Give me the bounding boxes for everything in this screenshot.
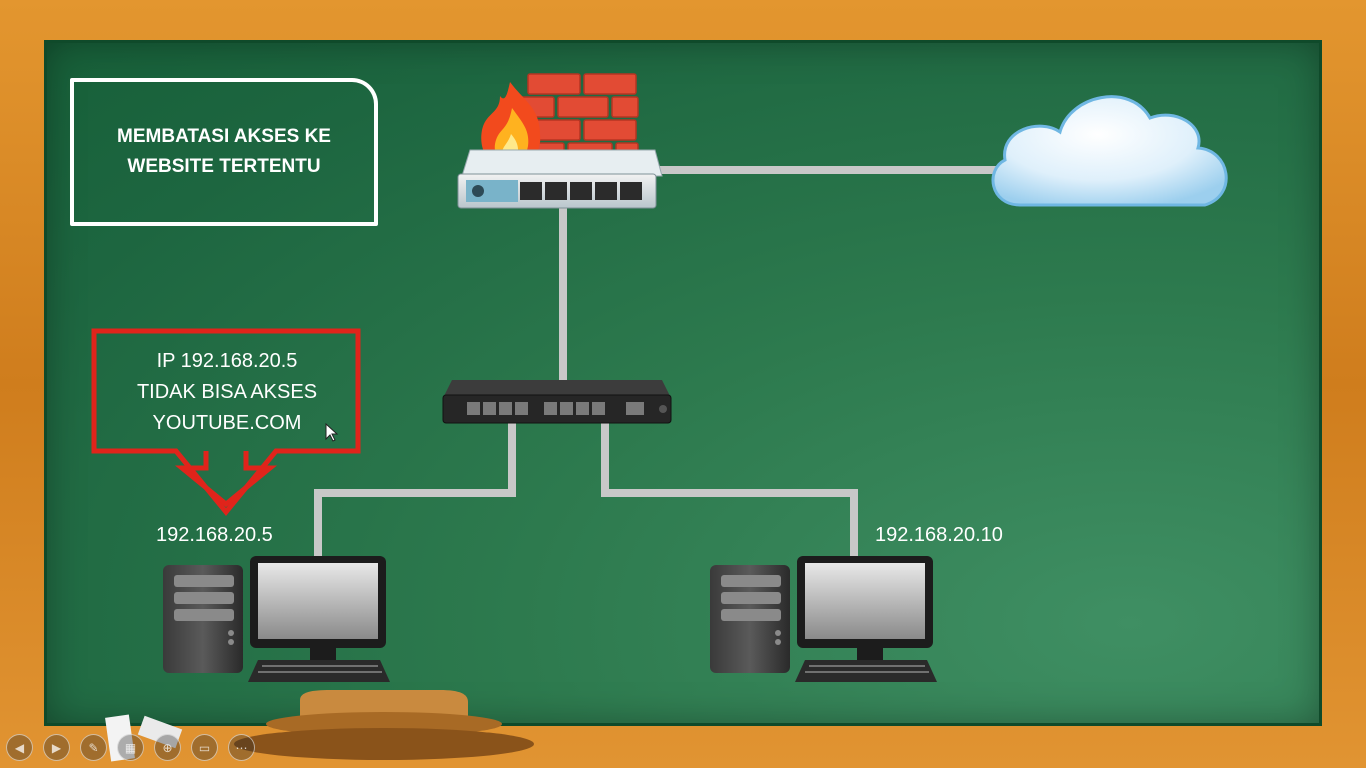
- mouse-cursor-icon: [325, 422, 339, 442]
- zoom-icon[interactable]: ⊕: [154, 734, 181, 761]
- slide-title-box: MEMBATASI AKSES KE WEBSITE TERTENTU: [70, 78, 378, 226]
- cable-switch-pc-left: [314, 420, 516, 558]
- network-cables: [314, 166, 1000, 558]
- cable-switch-pc-right: [601, 420, 858, 558]
- previous-slide-icon[interactable]: ◀: [6, 734, 33, 761]
- more-options-icon[interactable]: ⋯: [228, 734, 255, 761]
- slides-grid-icon[interactable]: ▦: [117, 734, 144, 761]
- note-arrow-icon: [174, 451, 278, 508]
- subtitles-icon[interactable]: ▭: [191, 734, 218, 761]
- note-line-3: YOUTUBE.COM: [152, 412, 302, 434]
- slide-title-line-2: WEBSITE TERTENTU: [127, 156, 321, 177]
- note-text: IP 192.168.20.5 TIDAK BISA AKSES YOUTUBE…: [96, 346, 358, 439]
- pc-right-icon: [710, 556, 937, 682]
- network-switch-icon: [442, 380, 672, 424]
- pc-right-ip-label: 192.168.20.10: [875, 524, 1003, 546]
- slide-title-line-1: MEMBATASI AKSES KE: [117, 126, 331, 147]
- firewall-icon: [481, 73, 639, 168]
- note-line-2: TIDAK BISA AKSES: [136, 381, 318, 403]
- pc-left-ip-label: 192.168.20.5: [156, 524, 273, 546]
- pc-left-icon: [163, 556, 390, 682]
- next-slide-icon[interactable]: ▶: [43, 734, 70, 761]
- pen-icon[interactable]: ✎: [80, 734, 107, 761]
- router-icon: [457, 149, 663, 209]
- note-line-1: IP 192.168.20.5: [156, 350, 298, 372]
- internet-cloud-icon: [991, 95, 1228, 207]
- presentation-controls: ◀ ▶ ✎ ▦ ⊕ ▭ ⋯: [6, 734, 255, 761]
